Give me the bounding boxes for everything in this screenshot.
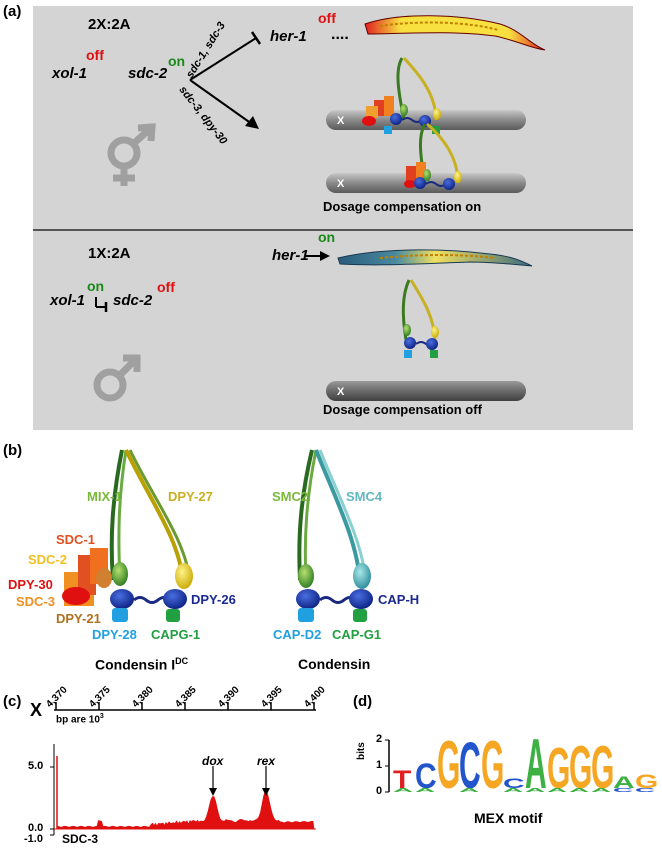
regulation-arrows-top bbox=[189, 31, 262, 129]
logo-letter-minor: A bbox=[415, 788, 435, 794]
ratio-2x2a: 2X:2A bbox=[88, 16, 131, 33]
regulation-arrows-bottom bbox=[95, 251, 330, 312]
sdc2-state-male: off bbox=[157, 279, 175, 295]
label-dpy27: DPY-27 bbox=[168, 489, 213, 504]
panel-b-label: (b) bbox=[3, 442, 23, 459]
ellipsis: .... bbox=[331, 26, 349, 43]
xol1-state: off bbox=[86, 47, 104, 63]
sdc2-label-male: sdc-2 bbox=[113, 292, 153, 309]
panel-d-label: (d) bbox=[353, 693, 373, 710]
logo-letter: C bbox=[459, 729, 481, 802]
label-dpy21: DPY-21 bbox=[56, 611, 101, 626]
logo-letter-minor: A bbox=[569, 788, 589, 794]
logo-letter-minor: A bbox=[393, 788, 413, 794]
x-chromosome-1-label: X bbox=[337, 115, 345, 127]
label-sdc3: SDC-3 bbox=[16, 594, 56, 609]
logo-letter: T bbox=[393, 766, 412, 794]
logo-axis bbox=[385, 739, 390, 793]
bits-tick-2: 2 bbox=[376, 733, 383, 745]
bits-tick-0: 0 bbox=[376, 785, 383, 797]
label-capd2: CAP-D2 bbox=[273, 627, 322, 642]
condensin-complex-free bbox=[401, 279, 439, 358]
x-chromosome-2-label: X bbox=[337, 178, 345, 190]
genome-axis bbox=[54, 702, 316, 711]
her1-state-male: on bbox=[318, 229, 336, 245]
xol1-label: xol-1 bbox=[52, 65, 88, 82]
chip-track bbox=[50, 744, 316, 836]
y-tick-5: 5.0 bbox=[28, 760, 44, 772]
logo-letter-minor: A bbox=[459, 788, 479, 794]
her1-label-male: her-1 bbox=[272, 247, 309, 264]
logo-letter: G bbox=[481, 727, 504, 803]
logo-letter: A bbox=[525, 724, 547, 803]
condensin-diagram bbox=[296, 449, 373, 622]
label-mix1: MIX-1 bbox=[87, 489, 122, 504]
logo-letter-minor: A bbox=[503, 788, 523, 794]
peak-rex-label: rex bbox=[257, 754, 276, 768]
label-capg1-condensin: CAP-G1 bbox=[332, 627, 382, 642]
x-chromosome-2 bbox=[326, 122, 526, 193]
label-sdc2: SDC-2 bbox=[28, 552, 68, 567]
logo-letter-minor: C bbox=[613, 788, 633, 794]
logo-letter-minor: C bbox=[635, 788, 655, 794]
ratio-1x2a: 1X:2A bbox=[88, 245, 131, 262]
logo-letter: C bbox=[415, 756, 437, 796]
x-chromosome-male bbox=[326, 381, 526, 401]
logo-letter-minor: A bbox=[525, 788, 545, 794]
panel-a-label: (a) bbox=[3, 3, 22, 20]
title-condensin: Condensin bbox=[298, 656, 371, 672]
male-worm bbox=[337, 249, 533, 267]
logo-letter: A bbox=[613, 774, 635, 792]
label-dpy26: DPY-26 bbox=[191, 592, 236, 607]
logo-letter: G bbox=[437, 727, 460, 803]
logo-letter: G bbox=[547, 737, 570, 801]
condensin-idc-diagram bbox=[62, 449, 193, 622]
divider bbox=[33, 229, 633, 231]
x-chromosome-male-label: X bbox=[337, 386, 345, 398]
title-condensin-idc: Condensin IDC bbox=[95, 656, 189, 673]
x-chromosome-1 bbox=[326, 56, 526, 134]
her1-label: her-1 bbox=[270, 28, 307, 45]
logo-letter-minor: A bbox=[591, 788, 611, 794]
logo-letter: G bbox=[635, 771, 658, 792]
logo-letter: C bbox=[503, 776, 525, 791]
motif-caption: MEX motif bbox=[474, 810, 543, 826]
label-dpy30: DPY-30 bbox=[8, 577, 53, 592]
bits-tick-1: 1 bbox=[376, 759, 383, 771]
panel-c-label: (c) bbox=[3, 693, 22, 710]
caption-on: Dosage compensation on bbox=[323, 199, 482, 214]
track-label: SDC-3 bbox=[62, 832, 99, 846]
label-dpy28: DPY-28 bbox=[92, 627, 137, 642]
hermaphrodite-symbol bbox=[107, 123, 156, 186]
peak-dox-label: dox bbox=[202, 754, 224, 768]
y-tick-neg1: -1.0 bbox=[24, 833, 43, 845]
y-tick-0: 0.0 bbox=[28, 822, 44, 834]
label-caph: CAP-H bbox=[378, 592, 420, 607]
chromosome-label: X bbox=[30, 700, 43, 720]
sdc2-state: on bbox=[168, 53, 186, 69]
logo-letter-minor: A bbox=[547, 788, 567, 794]
unit-note: bp are 103 bbox=[56, 713, 104, 726]
male-symbol bbox=[93, 354, 141, 402]
label-smc4: SMC4 bbox=[346, 489, 383, 504]
label-sdc1: SDC-1 bbox=[56, 532, 96, 547]
xol1-label-male: xol-1 bbox=[50, 292, 86, 309]
caption-off: Dosage compensation off bbox=[323, 402, 482, 417]
her1-state: off bbox=[318, 10, 336, 26]
xol1-state-male: on bbox=[87, 278, 105, 294]
logo-letter: G bbox=[569, 735, 592, 802]
logo-letter: G bbox=[591, 735, 614, 802]
hermaphrodite-worm bbox=[364, 15, 546, 51]
label-smc2: SMC2 bbox=[272, 489, 309, 504]
bits-label: bits bbox=[356, 742, 367, 760]
label-capg1: CAPG-1 bbox=[151, 627, 201, 642]
sdc2-label: sdc-2 bbox=[128, 65, 168, 82]
